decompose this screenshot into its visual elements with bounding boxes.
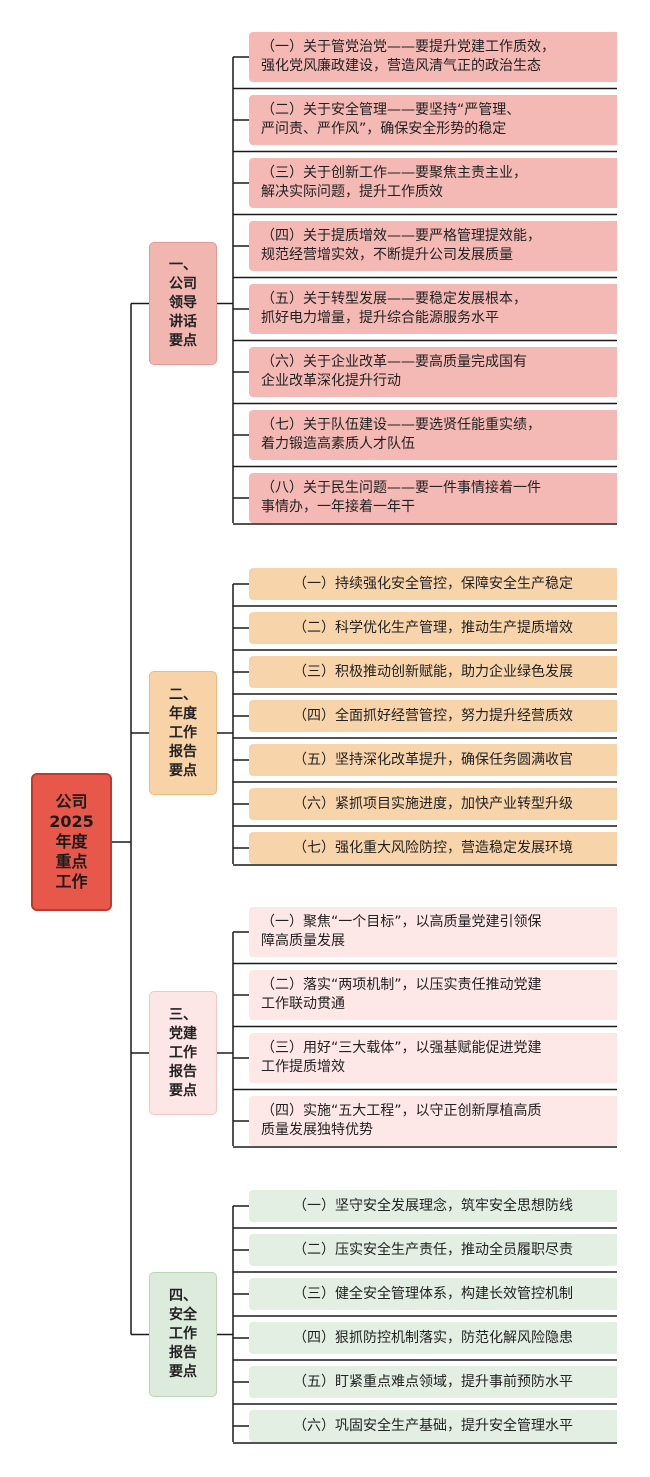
leaf-item: （四）关于提质增效——要严格管理提效能， 规范经营增实效，不断提升公司发展质量 bbox=[249, 221, 617, 271]
leaf-item: （一）关于管党治党——要提升党建工作质效， 强化党风廉政建设，营造风清气正的政治… bbox=[249, 32, 617, 82]
leaf-item: （七）关于队伍建设——要选贤任能重实绩， 着力锻造高素质人才队伍 bbox=[249, 410, 617, 460]
leaf-item: （二）关于安全管理——要坚持“严管理、 严问责、严作风”，确保安全形势的稳定 bbox=[249, 95, 617, 145]
leaf-item: （三）健全安全管理体系，构建长效管控机制 bbox=[249, 1278, 617, 1310]
leaf-item: （二）压实安全生产责任，推动全员履职尽责 bbox=[249, 1234, 617, 1266]
leaf-item: （六）巩固安全生产基础，提升安全管理水平 bbox=[249, 1410, 617, 1442]
leaf-item: （五）坚持深化改革提升，确保任务圆满收官 bbox=[249, 744, 617, 776]
leaf-item: （三）用好“三大载体”，以强基赋能促进党建 工作提质增效 bbox=[249, 1033, 617, 1083]
leaf-item: （三）关于创新工作——要聚焦主责主业， 解决实际问题，提升工作质效 bbox=[249, 158, 617, 208]
leaf-item: （四）全面抓好经营管控，努力提升经营质效 bbox=[249, 700, 617, 732]
leaf-item: （五）盯紧重点难点领域，提升事前预防水平 bbox=[249, 1366, 617, 1398]
leaf-item: （二）科学优化生产管理，推动生产提质增效 bbox=[249, 612, 617, 644]
branch-annual-work-report: 二、 年度 工作 报告 要点 bbox=[149, 671, 217, 795]
leaf-item: （八）关于民生问题——要一件事情接着一件 事情办，一年接着一年干 bbox=[249, 473, 617, 523]
leaf-item: （五）关于转型发展——要稳定发展根本， 抓好电力增量，提升综合能源服务水平 bbox=[249, 284, 617, 334]
leaf-item: （二）落实“两项机制”，以压实责任推动党建 工作联动贯通 bbox=[249, 970, 617, 1020]
root-node: 公司 2025 年度 重点 工作 bbox=[31, 773, 112, 911]
leaf-item: （一）持续强化安全管控，保障安全生产稳定 bbox=[249, 568, 617, 600]
leaf-item: （六）紧抓项目实施进度，加快产业转型升级 bbox=[249, 788, 617, 820]
branch-safety-work-report: 四、 安全 工作 报告 要点 bbox=[149, 1272, 217, 1397]
leaf-item: （七）强化重大风险防控，营造稳定发展环境 bbox=[249, 832, 617, 864]
branch-party-building-report: 三、 党建 工作 报告 要点 bbox=[149, 991, 217, 1115]
leaf-item: （四）实施“五大工程”，以守正创新厚植高质 质量发展独特优势 bbox=[249, 1096, 617, 1146]
leaf-item: （三）积极推动创新赋能，助力企业绿色发展 bbox=[249, 656, 617, 688]
leaf-item: （四）狠抓防控机制落实，防范化解风险隐患 bbox=[249, 1322, 617, 1354]
leaf-item: （一）聚焦“一个目标”，以高质量党建引领保 障高质量发展 bbox=[249, 907, 617, 957]
branch-leadership-speech: 一、 公司 领导 讲话 要点 bbox=[149, 242, 217, 365]
leaf-item: （六）关于企业改革——要高质量完成国有 企业改革深化提升行动 bbox=[249, 347, 617, 397]
leaf-item: （一）坚守安全发展理念，筑牢安全思想防线 bbox=[249, 1190, 617, 1222]
